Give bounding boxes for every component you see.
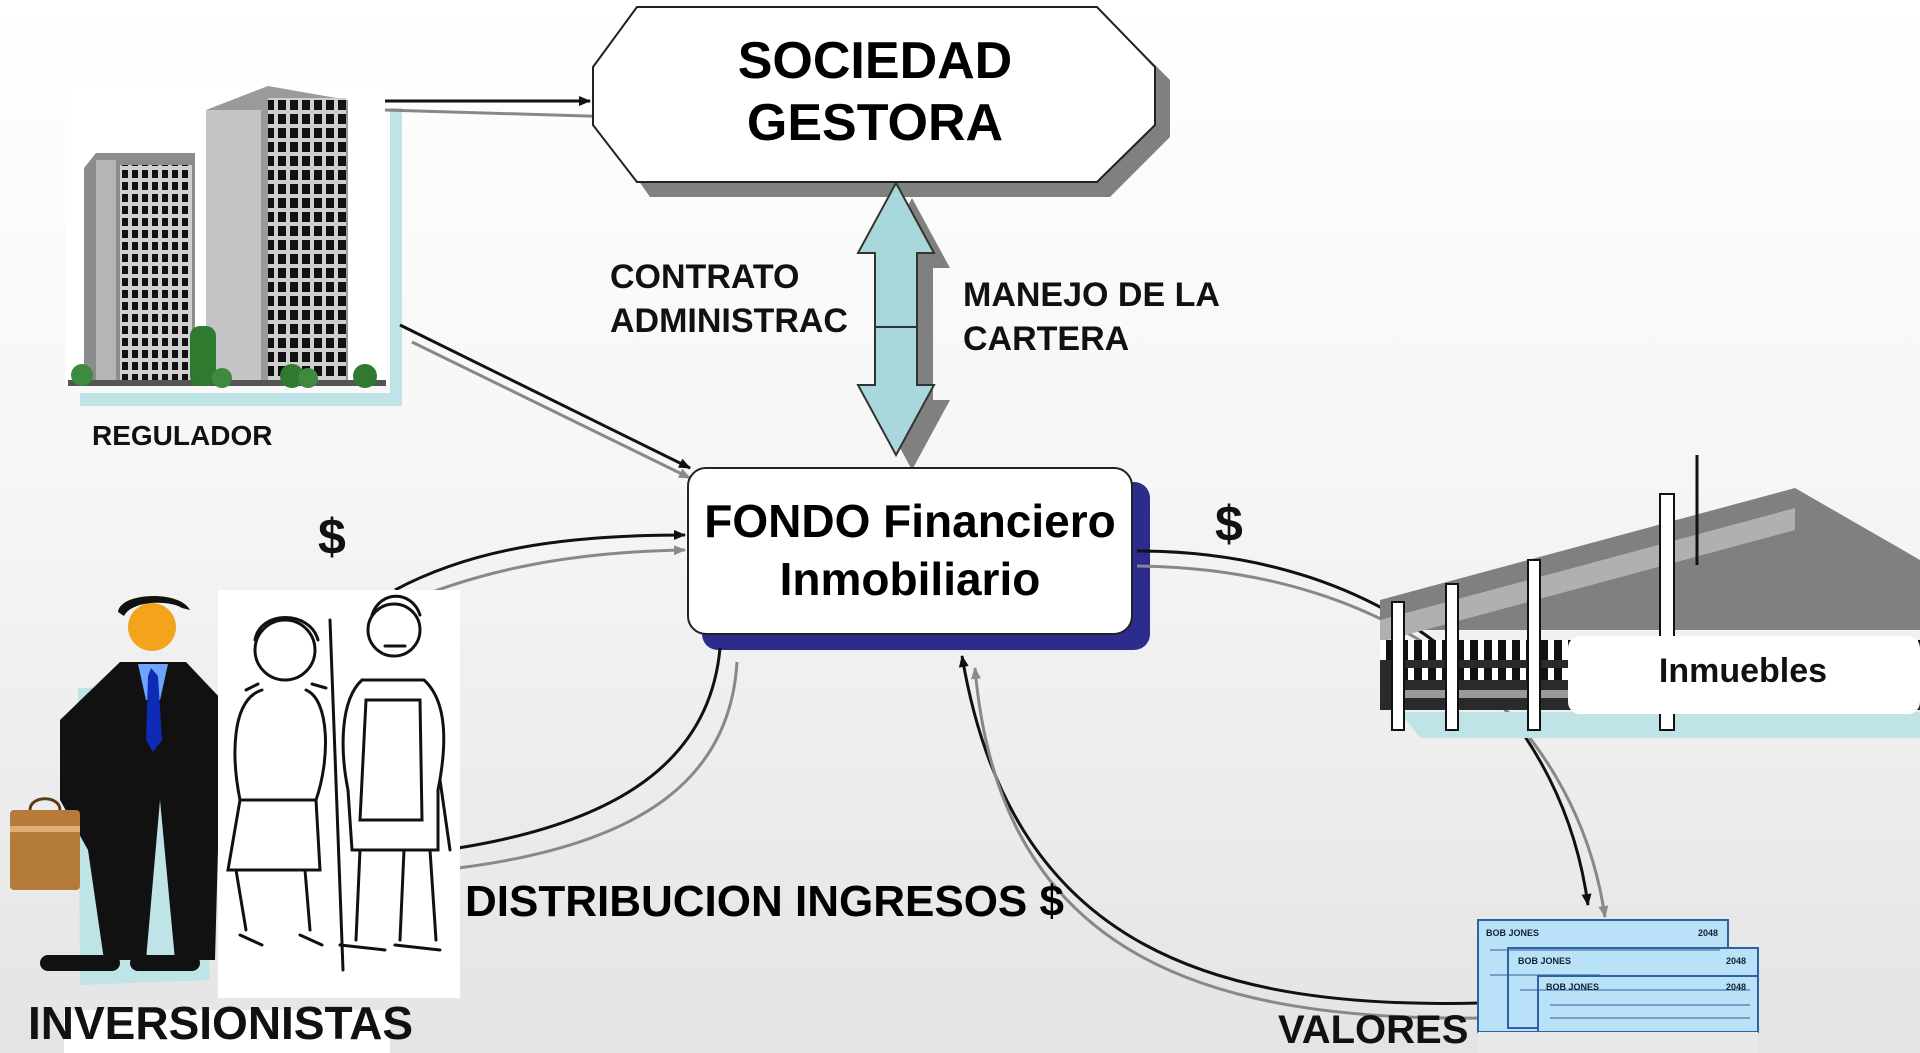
check-name: BOB JONES [1518, 956, 1572, 966]
investment-dollar-label: $ [318, 509, 346, 565]
regulator-to-gestora-arrow [384, 96, 621, 122]
check-number: 2048 [1726, 982, 1747, 992]
inversionistas-label: INVERSIONISTAS [28, 997, 414, 1049]
check-number: 2048 [1726, 956, 1747, 966]
regulador-label: REGULADOR [92, 420, 273, 451]
manejo-cartera-label: MANEJO DE LA CARTERA [963, 276, 1220, 358]
real-estate-building-icon [1380, 455, 1920, 738]
sociedad-gestora-label: SOCIEDAD GESTORA [737, 32, 1013, 152]
fondo-to-investors-arrow [457, 647, 739, 870]
check-name: BOB JONES [1486, 928, 1540, 938]
check-number: 2048 [1698, 928, 1719, 938]
contrato-administracion-label: CONTRATO ADMINISTRAC [610, 258, 848, 340]
regulator-buildings-icon [65, 86, 402, 406]
valores-to-fondo-arrow [958, 655, 1491, 1020]
checks-icon [1477, 919, 1759, 1053]
payment-dollar-label: $ [1215, 496, 1243, 552]
fondo-label: FONDO Financiero Inmobiliario [704, 495, 1116, 605]
inmuebles-label: Inmuebles [1658, 652, 1828, 690]
fondo-box [687, 467, 1150, 650]
distribucion-ingresos-label: DISTRIBUCION INGRESOS $ [465, 877, 1064, 926]
check-name: BOB JONES [1546, 982, 1600, 992]
sociedad-gestora-box [592, 6, 1170, 197]
regulator-to-fondo-arrow [399, 323, 691, 480]
gestora-fondo-double-arrow [856, 180, 950, 470]
investors-icon [10, 590, 460, 1053]
valores-label: VALORES [1278, 1008, 1469, 1052]
